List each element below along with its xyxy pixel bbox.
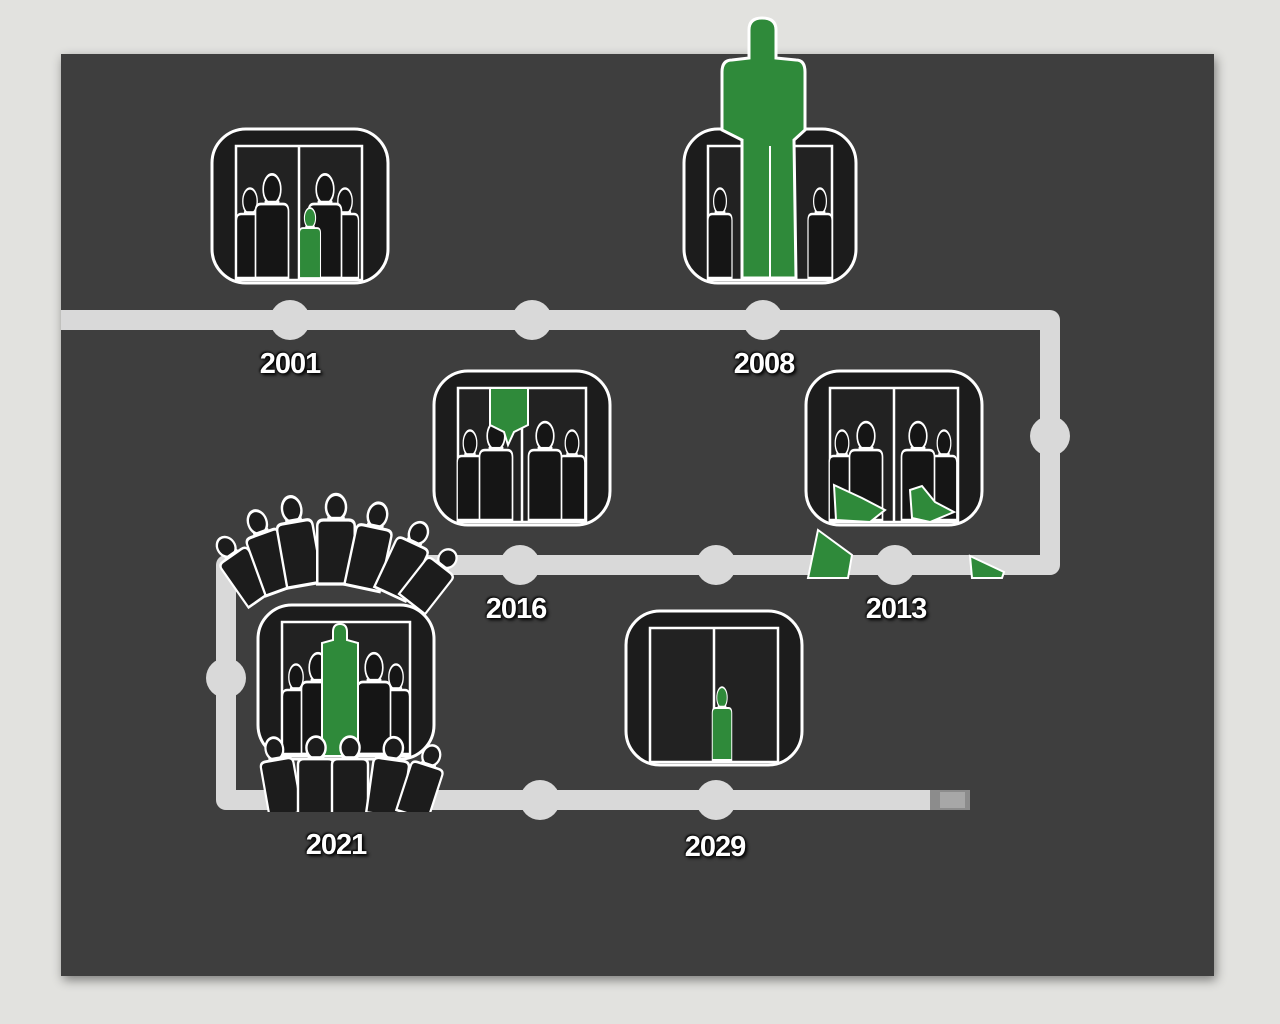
year-label-2001: 2001	[259, 348, 322, 380]
elevator-2016-icon	[432, 369, 612, 527]
elevator-2001-icon	[210, 127, 390, 285]
elevator-2008-icon	[682, 16, 858, 285]
year-label-2013: 2013	[865, 593, 928, 625]
year-label-2016: 2016	[485, 593, 548, 625]
year-label-2008: 2008	[733, 348, 796, 380]
track-nodes	[206, 300, 1070, 820]
year-label-2029: 2029	[684, 831, 747, 863]
year-label-2021: 2021	[305, 829, 368, 861]
elevator-2029-icon	[624, 609, 804, 767]
elevator-2013-icon	[804, 369, 1006, 579]
elevator-2021-icon	[205, 492, 468, 822]
track-fade-end	[900, 790, 970, 810]
